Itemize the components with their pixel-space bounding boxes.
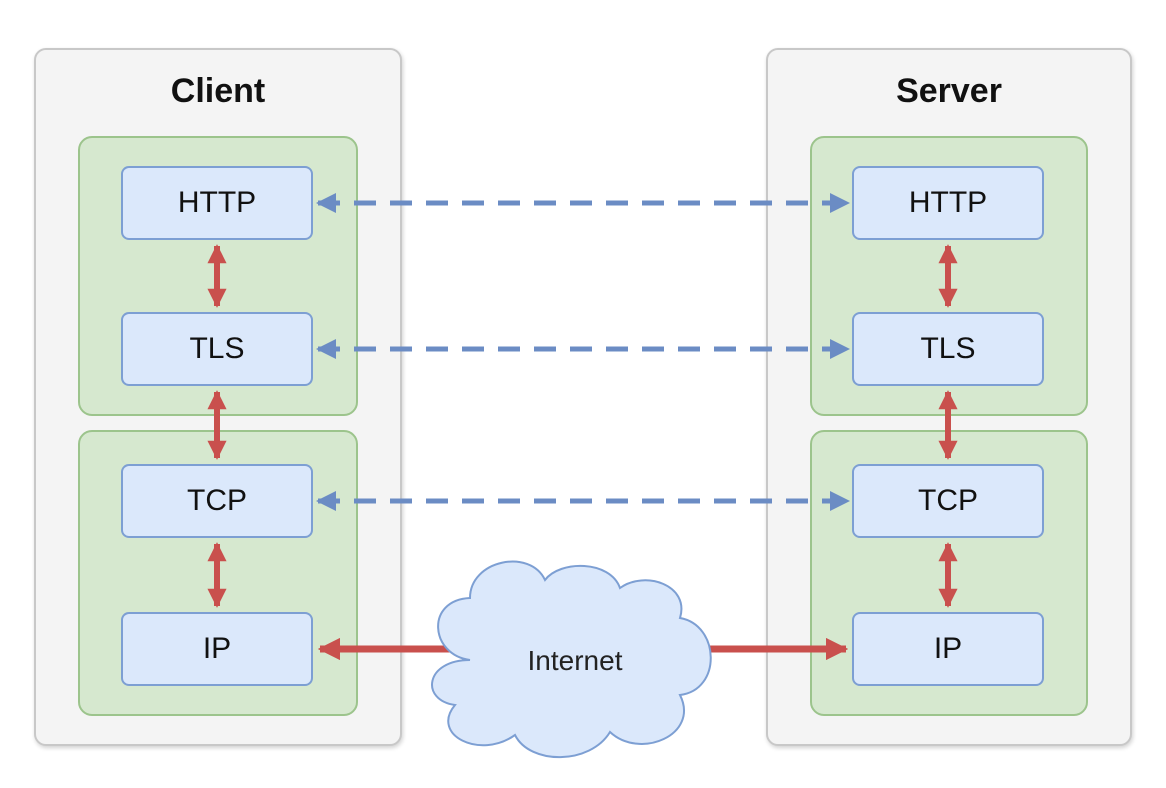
- client-tls-layer: TLS: [121, 312, 313, 386]
- client-http-layer: HTTP: [121, 166, 313, 240]
- client-tcp-layer: TCP: [121, 464, 313, 538]
- server-ip-layer: IP: [852, 612, 1044, 686]
- server-tls-layer: TLS: [852, 312, 1044, 386]
- internet-cloud-icon: [431, 560, 712, 759]
- client-ip-layer: IP: [121, 612, 313, 686]
- server-title: Server: [896, 72, 1002, 110]
- internet-label: Internet: [527, 645, 623, 676]
- server-tcp-layer: TCP: [852, 464, 1044, 538]
- client-title: Client: [170, 72, 266, 110]
- server-http-layer: HTTP: [852, 166, 1044, 240]
